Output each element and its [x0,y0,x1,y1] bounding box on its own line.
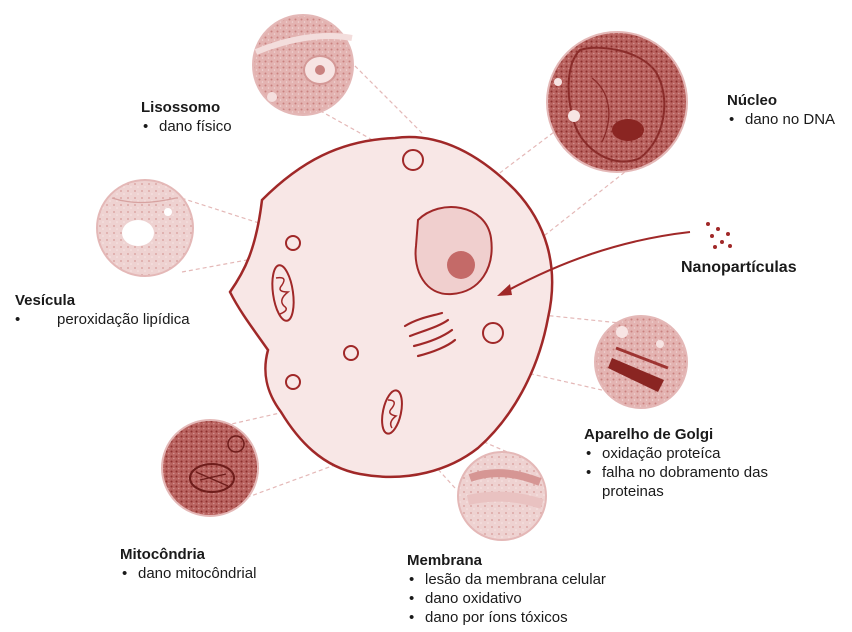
nucleus-micrograph [547,32,687,172]
label-item: lesão da membrana celular [407,570,606,589]
nanoparticles-cluster [706,222,732,249]
label-item: dano no DNA [727,110,835,129]
vesicle [286,375,300,389]
label-title: Membrana [407,551,606,570]
label-item: falha no dobramento das proteinas [584,463,824,501]
label-item: dano físico [141,117,232,136]
label-nanoparticulas: Nanopartículas [681,259,797,277]
label-title: Vesícula [15,291,190,310]
label-title: Aparelho de Golgi [584,425,824,444]
label-vesicula: Vesícula peroxidação lipídica [15,291,190,329]
lysosome [403,150,423,170]
label-membrana: Membrana lesão da membrana celular dano … [407,551,606,627]
label-nucleo: Núcleo dano no DNA [727,91,835,129]
membrane-micrograph [458,452,546,540]
label-item: dano oxidativo [407,589,606,608]
vesicle-micrograph [97,180,193,276]
mitochondria-micrograph [162,420,258,516]
label-item: peroxidação lipídica [15,310,190,329]
label-title: Núcleo [727,91,835,110]
golgi-micrograph [595,316,687,408]
label-mitocondria: Mitocôndria dano mitocôndrial [120,545,256,583]
nucleolus [447,251,475,279]
label-title: Lisossomo [141,98,232,117]
label-lisossomo: Lisossomo dano físico [141,98,232,136]
label-item: dano por íons tóxicos [407,608,606,627]
lysosome-micrograph [253,15,353,115]
nucleus [416,207,492,294]
vesicle [286,236,300,250]
label-golgi: Aparelho de Golgi oxidação proteíca falh… [584,425,824,501]
label-item: dano mitocôndrial [120,564,256,583]
vesicle [344,346,358,360]
label-title: Mitocôndria [120,545,256,564]
label-item: oxidação proteíca [584,444,824,463]
vesicle [483,323,503,343]
